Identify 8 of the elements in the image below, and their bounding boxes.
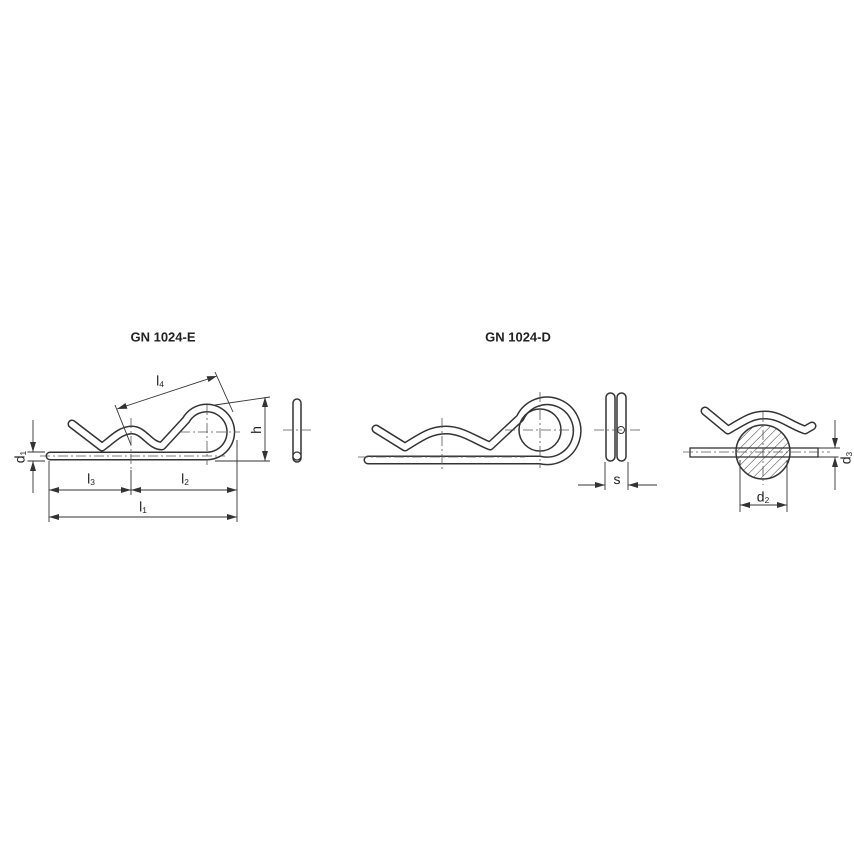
dimension-label: l$_{3}$ [86, 471, 96, 487]
dimension-label: d$_{2}$ [756, 489, 770, 505]
view-title: GN 1024-E [129, 330, 197, 344]
dimension-label: l$_{1}$ [138, 499, 148, 515]
dimension-label: h [249, 425, 263, 435]
view-title: GN 1024-D [484, 330, 552, 344]
dimension-label: l$_{4}$ [155, 373, 165, 389]
dimension-label: l$_{2}$ [180, 471, 190, 487]
